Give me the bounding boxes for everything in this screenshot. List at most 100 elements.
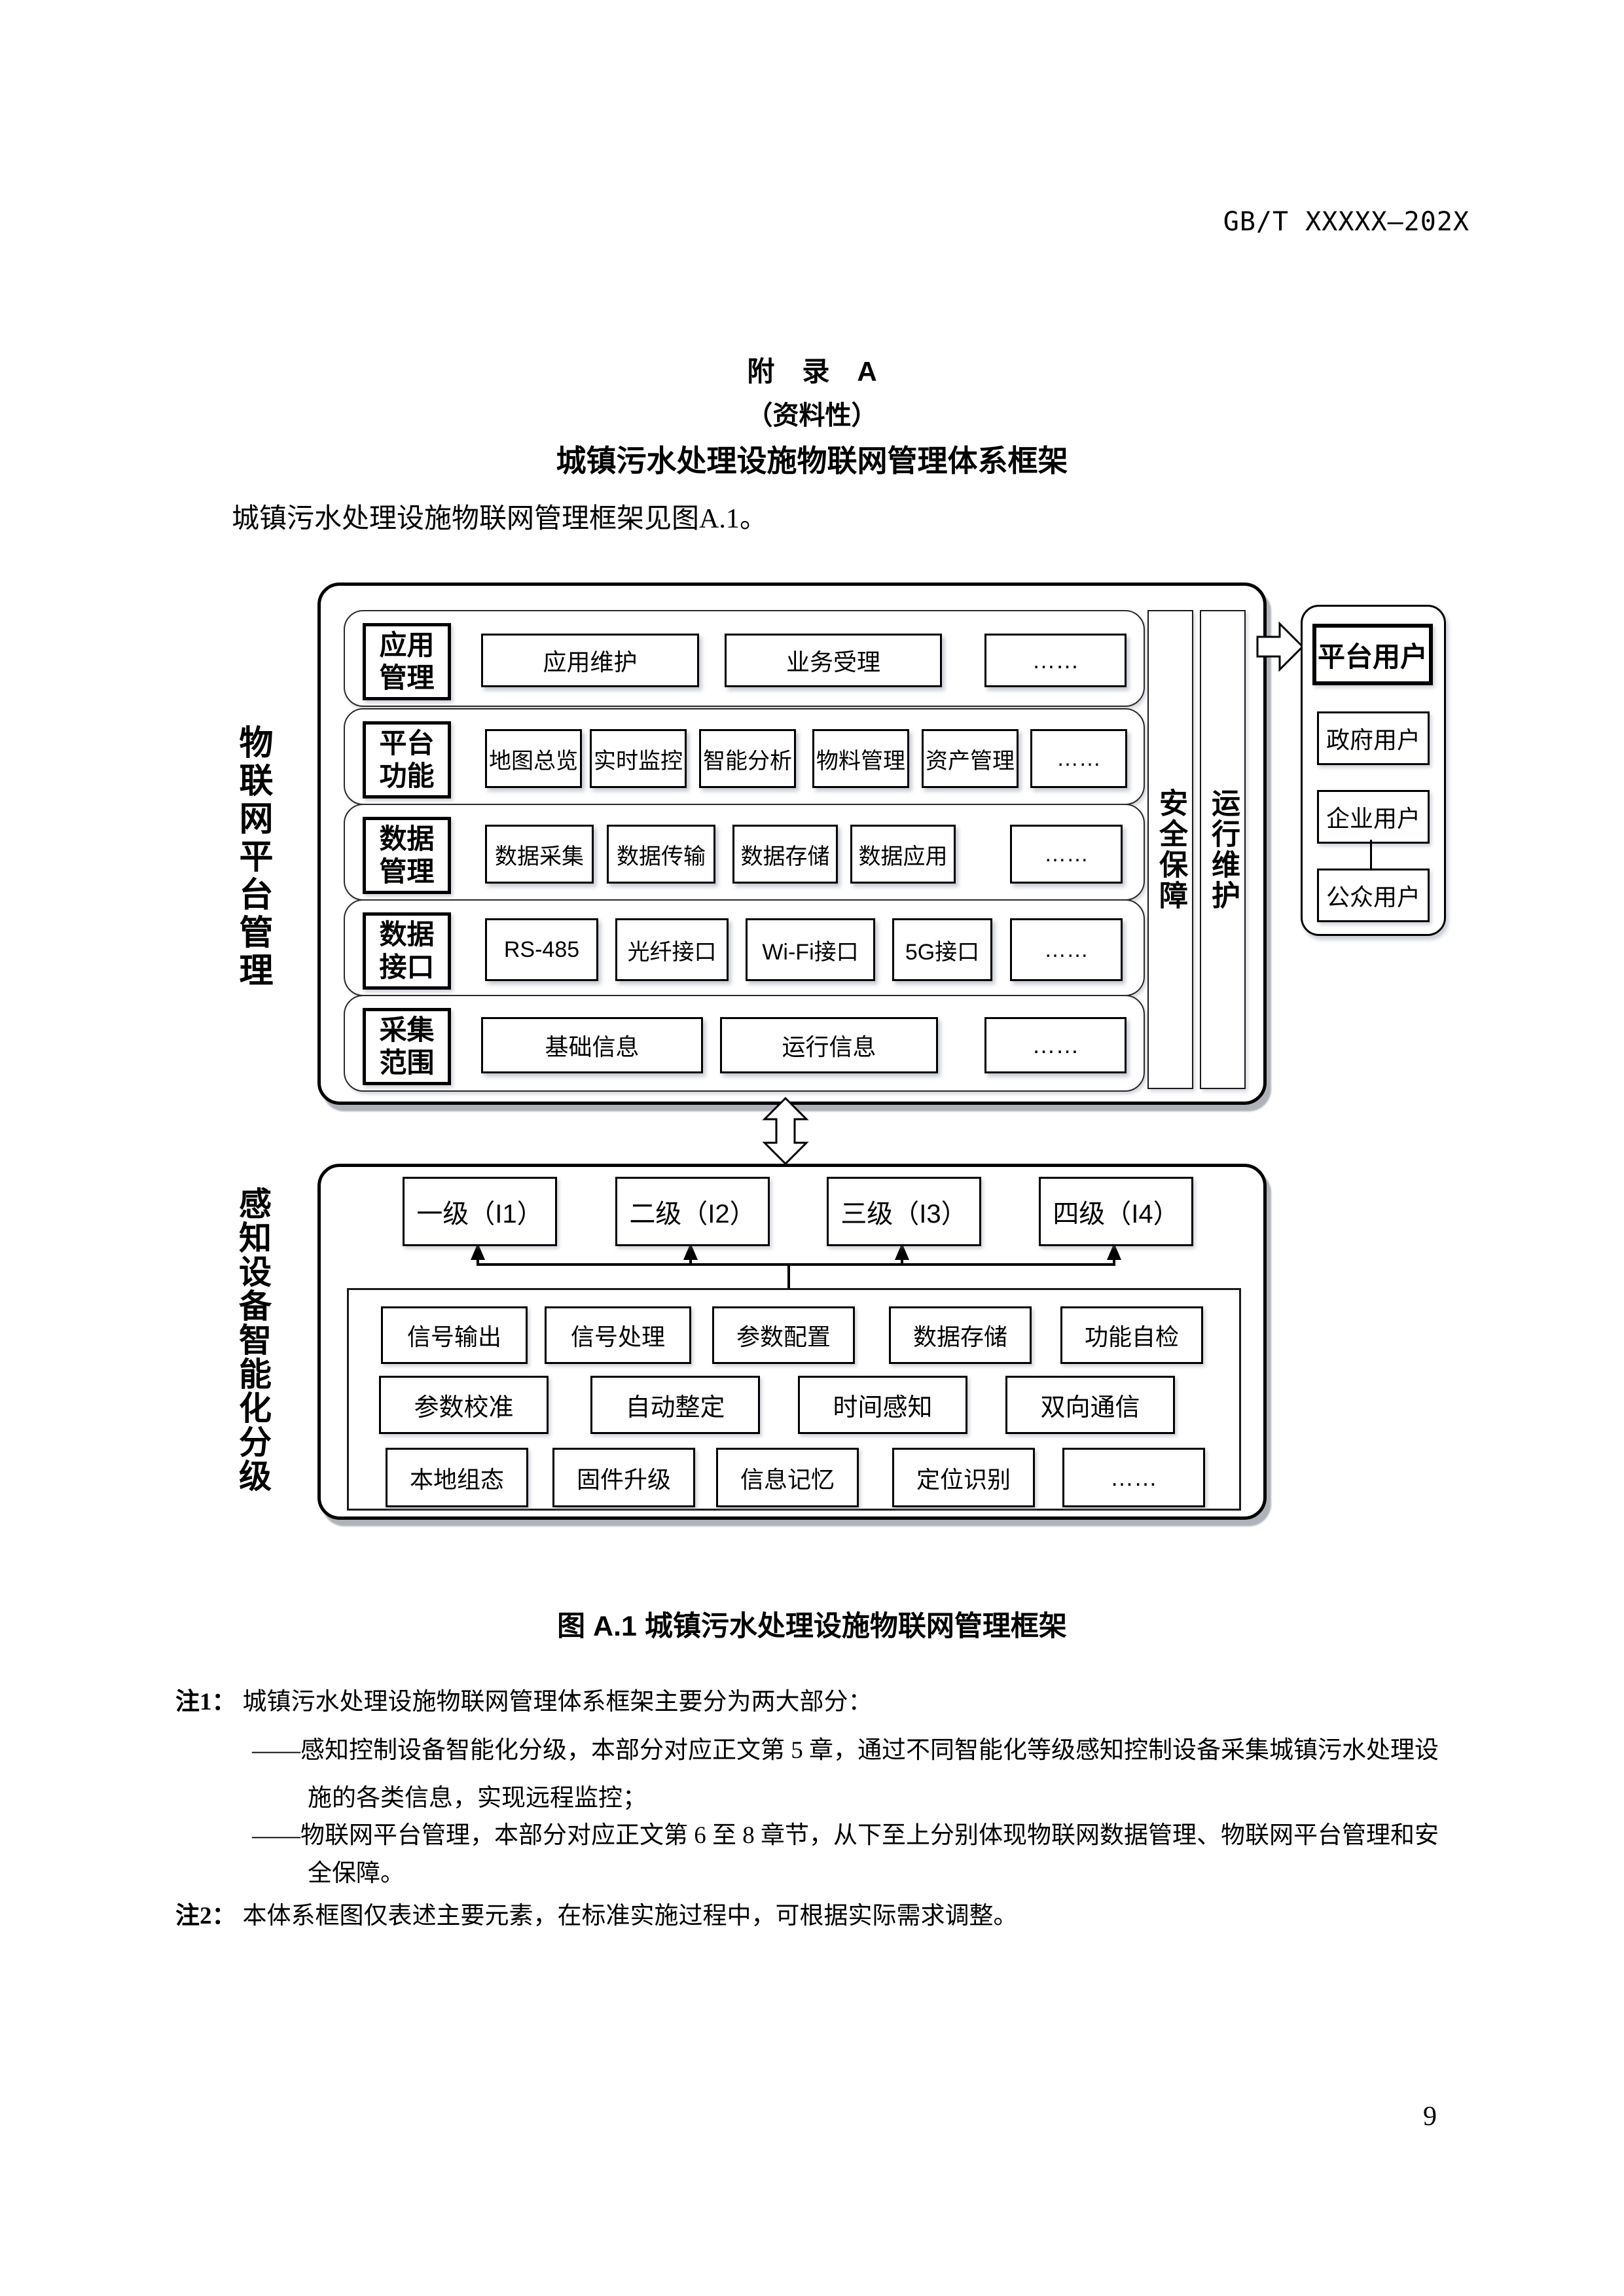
feature-box: 固件升级 [552,1448,695,1507]
row-label-line: 管理 [379,856,435,887]
row-label-data-mgmt: 数据 管理 [363,817,451,894]
users-panel-title: 平台用户 [1312,624,1433,685]
platform-item: 应用维护 [481,634,699,687]
note-1: 注1：城镇污水处理设施物联网管理体系框架主要分为两大部分： [175,1681,873,1717]
feature-box: 信号处理 [545,1306,691,1364]
arrowhead-icon [1107,1243,1121,1260]
feature-box: 参数配置 [712,1306,855,1364]
platform-item-ellipsis: …… [984,1017,1127,1073]
row-label-line: 采集 [379,1014,435,1046]
feature-box: 信号输出 [381,1306,528,1364]
device-side-label: 感知设备智能化分级 [226,1166,279,1513]
pillar-security-text: 安全保障 [1155,788,1187,911]
note-2-label: 注2： [175,1903,236,1929]
users-panel: 平台用户 政府用户 企业用户 公众用户 [1301,605,1446,936]
note-1-dash-1-line-2: 施的各类信息，实现远程监控； [308,1785,647,1812]
platform-item: 地图总览 [485,729,582,788]
feature-box-ellipsis: …… [1062,1448,1205,1507]
platform-item: 基础信息 [481,1017,703,1073]
feature-box: 参数校准 [379,1376,549,1434]
row-label-line: 应用 [379,630,435,661]
platform-box: 应用 管理 应用维护 业务受理 …… 平台 功能 地图总览 实时监控 智能分析 … [317,583,1267,1105]
level-box-1: 一级（I1） [403,1177,557,1246]
note-1-dash-2-line-1: ——物联网平台管理，本部分对应正文第 6 至 8 章节，从下至上分别体现物联网数… [252,1822,1439,1849]
device-side-label-text: 感知设备智能化分级 [234,1187,271,1493]
arrowhead-icon [471,1243,485,1260]
platform-item: 智能分析 [699,729,796,788]
feature-box: 本地组态 [386,1448,528,1507]
platform-item: 物料管理 [812,729,909,788]
platform-item: 实时监控 [590,729,687,788]
platform-to-users-arrow-icon [1256,621,1305,672]
platform-item-ellipsis: …… [1010,918,1123,981]
platform-side-label-text: 物联网平台管理 [234,725,272,990]
device-feature-box: 信号输出 信号处理 参数配置 数据存储 功能自检 参数校准 自动整定 时间感知 … [347,1288,1241,1511]
row-label-functions: 平台 功能 [363,721,451,798]
platform-item: 数据应用 [850,825,956,884]
feature-box: 数据存储 [889,1306,1032,1364]
level-connector-lines [471,1243,1121,1290]
row-label-line: 数据 [379,919,435,950]
level-box-2: 二级（I2） [615,1177,770,1246]
platform-side-label: 物联网平台管理 [226,694,279,1021]
platform-row-app-mgmt: 应用 管理 应用维护 业务受理 …… [344,610,1145,707]
appendix-title: 城镇污水处理设施物联网管理体系框架 [556,444,1068,478]
feature-box: 时间感知 [798,1376,967,1434]
device-box: 一级（I1） 二级（I2） 三级（I3） 四级（I4） 信号输出 信号处理 参数… [317,1164,1267,1520]
pillar-operation-text: 运行维护 [1207,788,1239,911]
row-label-line: 平台 [379,728,435,759]
note-1-dash-2-line-2: 全保障。 [308,1860,405,1887]
level-box-3: 三级（I3） [827,1177,981,1246]
row-label-line: 数据 [379,823,435,855]
platform-item: Wi-Fi接口 [746,918,875,981]
platform-item-ellipsis: …… [984,634,1127,687]
feature-box: 自动整定 [590,1376,760,1434]
user-connector-line [1370,840,1372,869]
platform-item: RS-485 [485,918,598,981]
platform-row-data-interface: 数据 接口 RS-485 光纤接口 Wi-Fi接口 5G接口 …… [344,899,1145,996]
appendix-informative: （资料性） [746,401,878,430]
platform-item: 数据存储 [732,825,838,884]
feature-box: 定位识别 [892,1448,1035,1507]
platform-item: 数据传输 [607,825,715,884]
platform-item: 5G接口 [892,918,992,981]
platform-device-double-arrow-icon [762,1097,809,1165]
row-label-line: 接口 [379,952,435,982]
level-box-4: 四级（I4） [1039,1177,1193,1246]
note-2-text: 本体系框图仅表述主要元素，在标准实施过程中，可根据实际需求调整。 [242,1903,1018,1929]
platform-row-data-mgmt: 数据 管理 数据采集 数据传输 数据存储 数据应用 …… [344,804,1145,901]
user-item-public: 公众用户 [1317,869,1430,922]
user-item-government: 政府用户 [1317,711,1430,765]
row-label-collection-scope: 采集 范围 [363,1008,451,1085]
platform-item: 运行信息 [720,1017,938,1073]
row-label-app-mgmt: 应用 管理 [363,623,451,700]
row-label-line: 管理 [379,662,435,693]
platform-item: 资产管理 [922,729,1019,788]
page-number: 9 [1423,2102,1437,2132]
row-label-data-interface: 数据 接口 [363,912,451,990]
arrowhead-icon [683,1243,698,1260]
note-2: 注2：本体系框图仅表述主要元素，在标准实施过程中，可根据实际需求调整。 [175,1895,1018,1931]
note-1-text: 城镇污水处理设施物联网管理体系框架主要分为两大部分： [242,1689,873,1715]
pillar-security: 安全保障 [1147,610,1193,1089]
platform-row-functions: 平台 功能 地图总览 实时监控 智能分析 物料管理 资产管理 …… [344,708,1145,805]
feature-box: 功能自检 [1060,1306,1203,1364]
standard-code: GB/T XXXXX—202X [1223,207,1470,237]
row-label-line: 功能 [379,761,435,791]
platform-item-ellipsis: …… [1010,825,1123,884]
intro-paragraph: 城镇污水处理设施物联网管理框架见图A.1。 [232,504,767,534]
arrowhead-icon [895,1243,909,1260]
appendix-label: 附 录 A [747,356,877,387]
platform-row-collection-scope: 采集 范围 基础信息 运行信息 …… [344,995,1145,1092]
pillar-operation: 运行维护 [1200,610,1246,1089]
platform-item: 光纤接口 [615,918,729,981]
note-1-dash-1-line-1: ——感知控制设备智能化分级，本部分对应正文第 5 章，通过不同智能化等级感知控制… [252,1737,1439,1764]
note-1-label: 注1： [175,1689,236,1715]
row-label-line: 范围 [379,1047,435,1078]
platform-item: 数据采集 [485,825,594,884]
user-item-enterprise: 企业用户 [1317,790,1430,844]
feature-box: 双向通信 [1005,1376,1175,1434]
platform-item: 业务受理 [725,634,942,687]
figure-caption: 图 A.1 城镇污水处理设施物联网管理框架 [557,1611,1067,1642]
